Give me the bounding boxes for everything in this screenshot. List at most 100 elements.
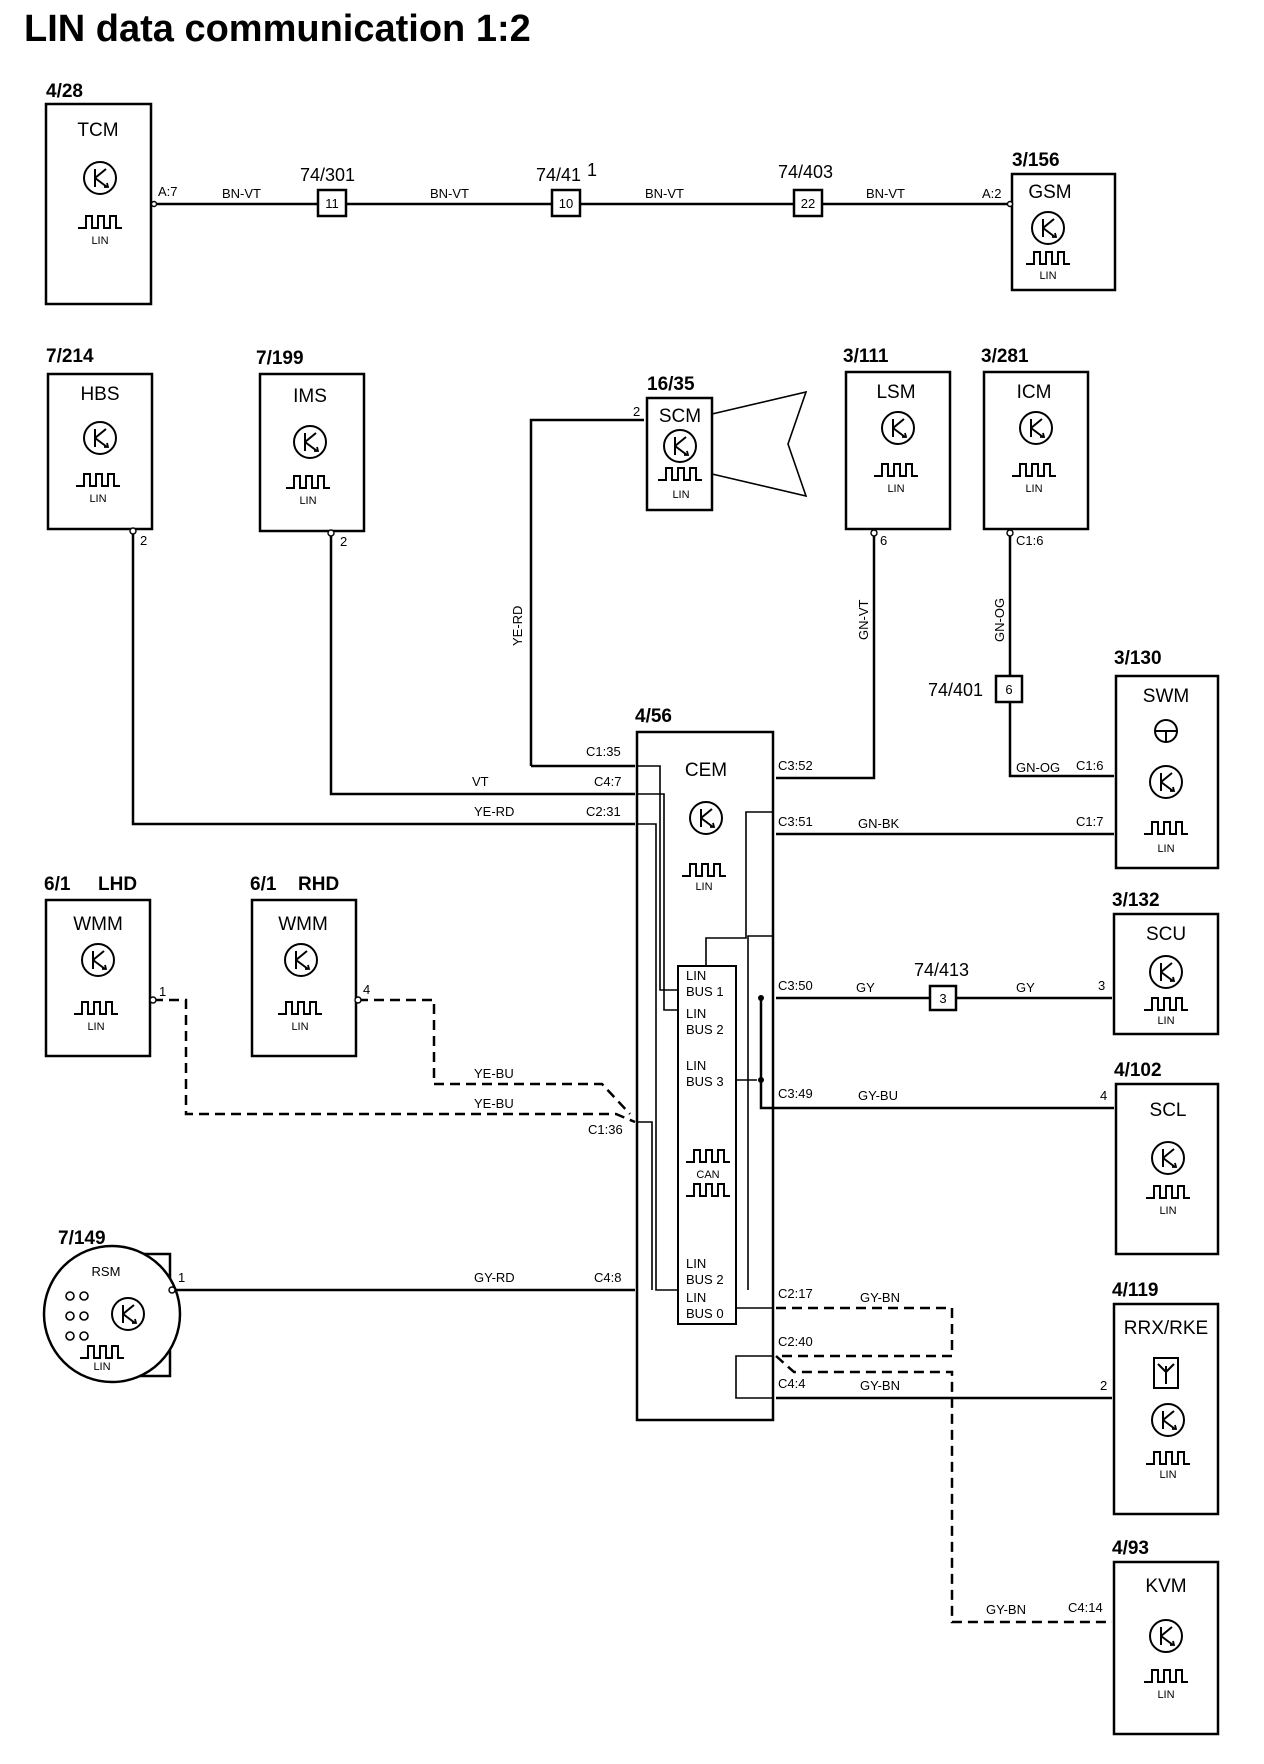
bus-label: BUS 0 <box>686 1306 724 1321</box>
wire-yerd-hbs <box>131 530 635 826</box>
cem-name: CEM <box>685 760 727 781</box>
wire-label: GN-BK <box>858 816 900 831</box>
scu-sig: LIN <box>1157 1015 1174 1027</box>
cem-pin: C4:4 <box>778 1376 805 1391</box>
lsm-pin: 6 <box>880 533 887 548</box>
scm-name: SCM <box>659 406 701 427</box>
ims-sig: LIN <box>299 495 316 507</box>
connector-ref: 74/41 <box>536 165 581 185</box>
cem-pin: C3:51 <box>778 814 813 829</box>
bus-label: BUS 3 <box>686 1074 724 1089</box>
page-title: LIN data communication 1:2 <box>24 8 531 50</box>
module-wmm-rhd: 6/1 RHD WMM LIN <box>250 874 358 1058</box>
scu-ref: 3/132 <box>1112 890 1160 911</box>
wire-label: GY-BN <box>860 1378 900 1393</box>
wire-yerd-scm <box>529 418 644 766</box>
rsm-sig: LIN <box>93 1361 110 1373</box>
wire-label: GN-OG <box>1016 760 1060 775</box>
module-lsm: 3/111 LSM LIN <box>843 346 952 531</box>
swm-sig: LIN <box>1157 843 1174 855</box>
gsm-pin: A:2 <box>982 186 1002 201</box>
ecu-icon <box>293 425 327 459</box>
module-swm: 3/130 SWM LIN <box>1114 648 1220 870</box>
cem-pin: C1:35 <box>586 744 621 759</box>
ecu-icon <box>83 421 117 455</box>
module-scl: 4/102 SCL LIN <box>1114 1060 1220 1256</box>
ecu-icon <box>1019 411 1053 445</box>
cem-ref: 4/56 <box>635 706 672 727</box>
connector-ref: 74/401 <box>928 680 983 700</box>
bus-label: LIN <box>686 968 706 983</box>
tcm-name: TCM <box>77 120 118 141</box>
wmm-rhd-variant: RHD <box>298 874 339 895</box>
rsm-ref: 7/149 <box>58 1228 106 1249</box>
tcm-sig: LIN <box>91 235 108 247</box>
kvm-sig: LIN <box>1157 1689 1174 1701</box>
connector-74-401: 74/401 6 <box>928 674 1024 704</box>
connector-74-403: 74/403 22 <box>778 162 833 218</box>
hbs-sig: LIN <box>89 493 106 505</box>
wmm-lhd-ref: 6/1 <box>44 874 71 895</box>
wire-yebu-lhd <box>153 998 636 1124</box>
connector-ref: 74/413 <box>914 960 969 980</box>
gsm-name: GSM <box>1028 182 1071 203</box>
ecu-icon <box>81 943 115 977</box>
wire-label: VT <box>472 774 489 789</box>
module-icm: 3/281 ICM LIN <box>981 346 1090 531</box>
antenna-icon <box>1153 1357 1179 1389</box>
wmm-lhd-variant: LHD <box>98 874 137 895</box>
ims-ref: 7/199 <box>256 348 304 369</box>
cem-pin: C2:17 <box>778 1286 813 1301</box>
wire-yebu-rhd <box>358 998 631 1115</box>
scm-ref: 16/35 <box>647 374 695 395</box>
hbs-pin: 2 <box>140 533 147 548</box>
kvm-pin: C4:14 <box>1068 1600 1103 1615</box>
bus-label: LIN <box>686 1290 706 1305</box>
module-gsm: 3/156 GSM LIN <box>1010 150 1117 292</box>
cem-pin: C4:7 <box>594 774 621 789</box>
rrx-ref: 4/119 <box>1112 1280 1159 1301</box>
connector-ref-suffix: 1 <box>587 160 597 180</box>
bus-label: BUS 2 <box>686 1022 724 1037</box>
module-rsm: 7/149 RSM LIN <box>42 1228 182 1384</box>
cem-pin: C1:36 <box>588 1122 623 1137</box>
cem-pin: C2:31 <box>586 804 621 819</box>
wire-label: GN-VT <box>856 600 871 641</box>
icm-ref: 3/281 <box>981 346 1029 367</box>
wire-label: BN-VT <box>430 186 469 201</box>
gsm-sig: LIN <box>1039 270 1056 282</box>
bus-label: BUS 2 <box>686 1272 724 1287</box>
wire-label: GY-RD <box>474 1270 515 1285</box>
wmm-rhd-name: WMM <box>278 914 328 935</box>
icm-pin: C1:6 <box>1016 533 1043 548</box>
wire-label: BN-VT <box>645 186 684 201</box>
icm-name: ICM <box>1017 382 1052 403</box>
swm-name: SWM <box>1143 686 1189 707</box>
wire-vt-ims <box>329 532 635 796</box>
wire-label: GY <box>1016 980 1035 995</box>
cem-pin: C4:8 <box>594 1270 621 1285</box>
hbs-ref: 7/214 <box>46 346 94 367</box>
ecu-icon <box>111 1297 145 1331</box>
module-kvm: 4/93 KVM LIN <box>1112 1538 1220 1736</box>
wire-label: GY-BN <box>986 1602 1026 1617</box>
ecu-icon <box>1149 955 1183 989</box>
connector-ref: 74/403 <box>778 162 833 182</box>
wmm-lhd-name: WMM <box>73 914 123 935</box>
hbs-name: HBS <box>80 384 119 405</box>
ecu-icon <box>1151 1141 1185 1175</box>
connector-pin: 6 <box>1005 682 1012 697</box>
scl-name: SCL <box>1150 1100 1187 1121</box>
ecu-icon <box>689 801 723 835</box>
bus-label: LIN <box>686 1006 706 1021</box>
bus-label: LIN <box>686 1256 706 1271</box>
wire-gnvt-lsm <box>776 532 876 780</box>
cem-sig: LIN <box>695 881 712 893</box>
rsm-pin: 1 <box>178 1270 185 1285</box>
lsm-name: LSM <box>876 382 915 403</box>
module-scu: 3/132 SCU LIN <box>1112 890 1220 1036</box>
ecu-icon <box>83 161 117 195</box>
cem-pin: C3:52 <box>778 758 813 773</box>
ecu-icon <box>1149 765 1183 799</box>
